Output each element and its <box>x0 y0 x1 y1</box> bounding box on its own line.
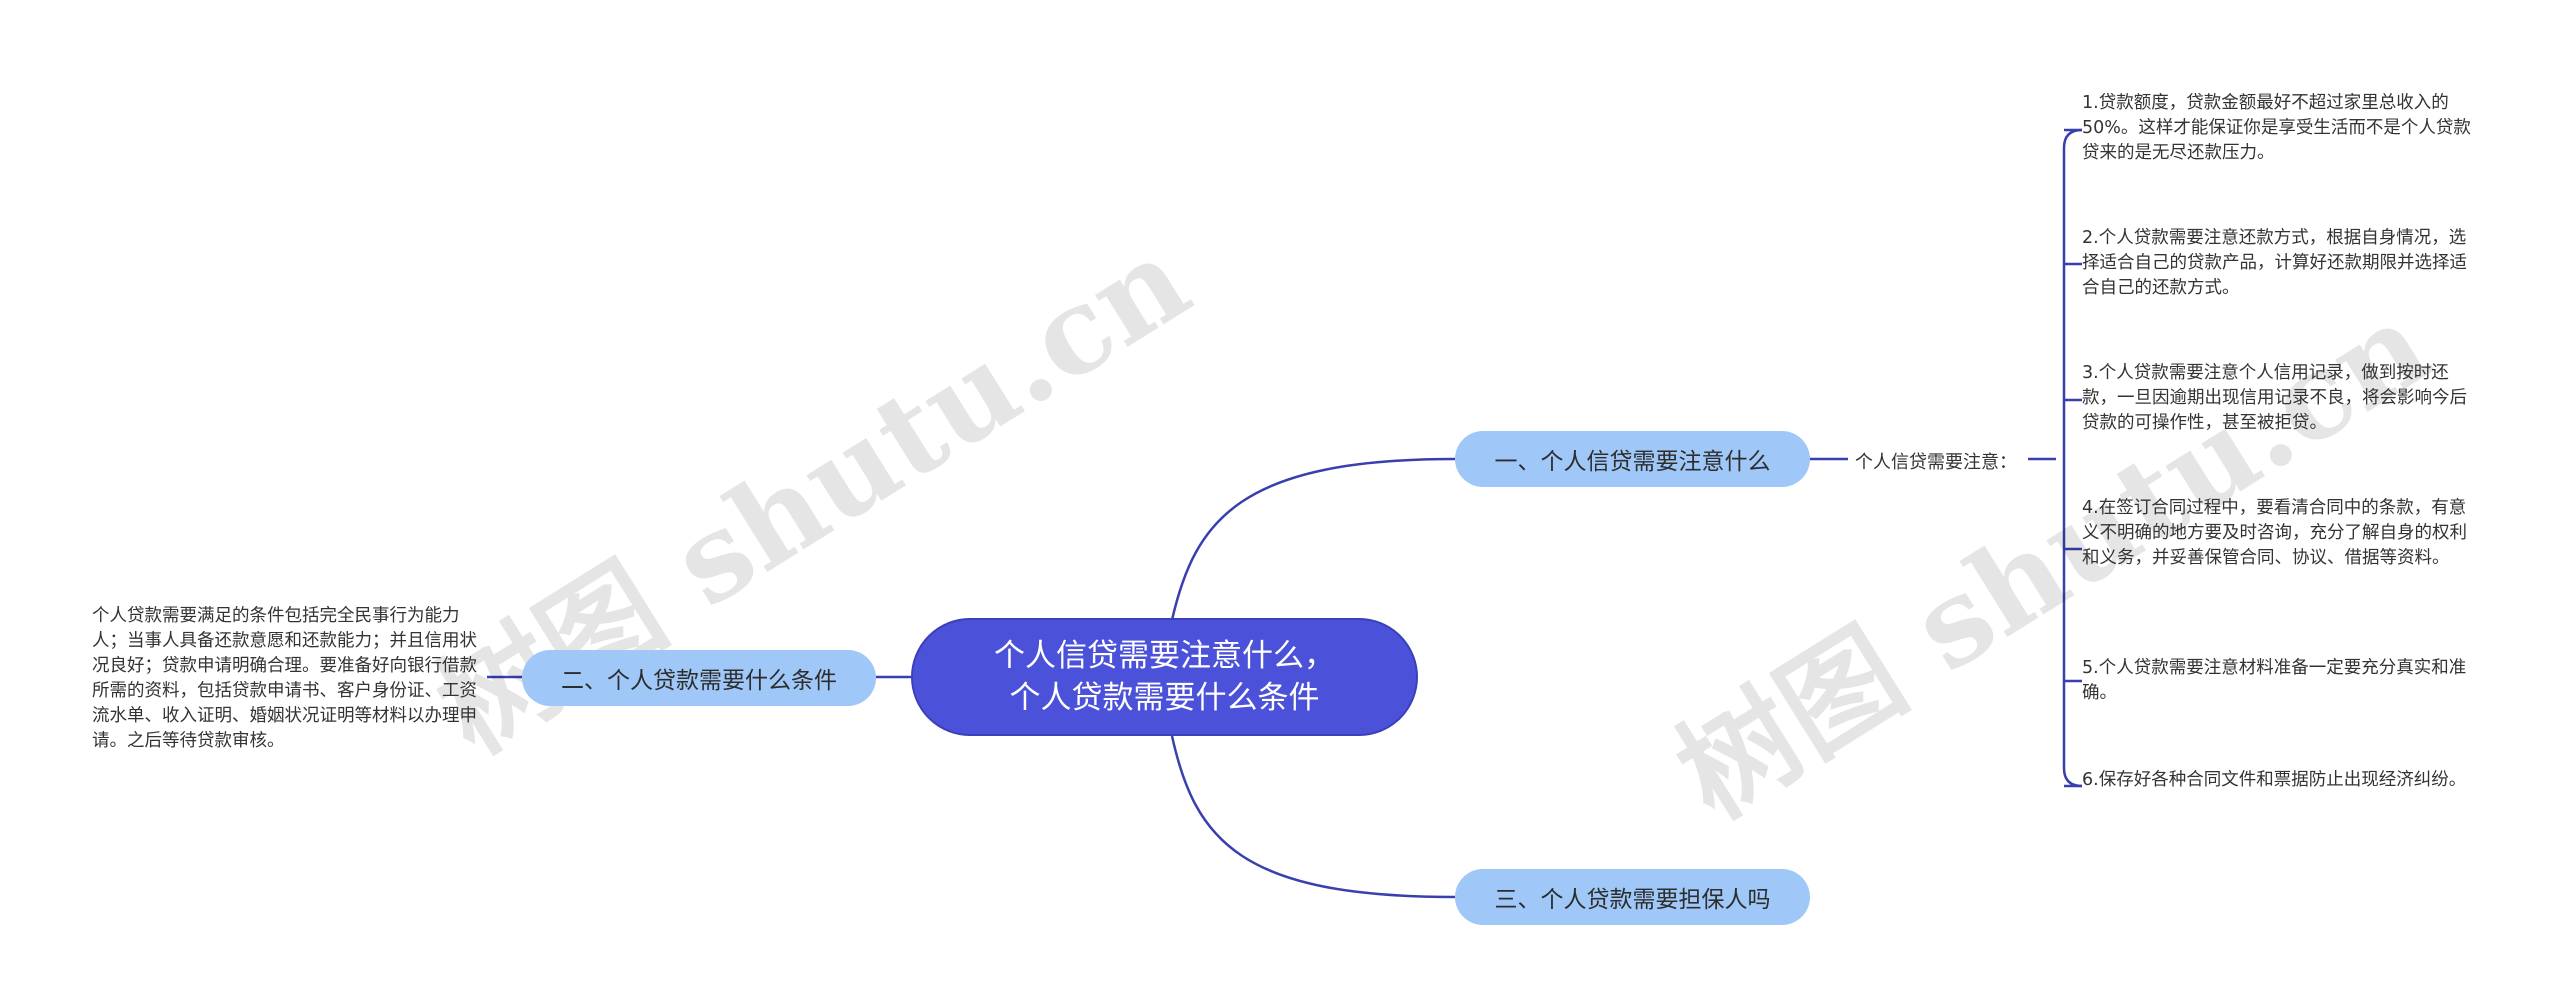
leaf-item-1[interactable]: 1.贷款额度，贷款金额最好不超过家里总收入的50%。这样才能保证你是享受生活而不… <box>2082 93 2471 163</box>
connector-root-branch1 <box>1170 457 1456 621</box>
connector-root-branch3 <box>1170 735 1456 899</box>
bracket <box>2062 128 2083 788</box>
leaf-item-6[interactable]: 6.保存好各种合同文件和票据防止出现经济纠纷。 <box>2082 770 2467 790</box>
branch-node-1[interactable]: 一、个人信贷需要注意什么 <box>1455 431 1810 487</box>
leaf-item-2[interactable]: 2.个人贷款需要注意还款方式，根据自身情况，选择适合自己的贷款产品，计算好还款期… <box>2082 228 2467 298</box>
leaf-item-5[interactable]: 5.个人贷款需要注意材料准备一定要充分真实和准确。 <box>2082 658 2467 703</box>
root-node[interactable]: 个人信贷需要注意什么， 个人贷款需要什么条件 <box>911 618 1418 736</box>
sub-label-notes[interactable]: 个人信贷需要注意： <box>1855 452 2017 473</box>
leaf-item-conditions[interactable]: 个人贷款需要满足的条件包括完全民事行为能力人；当事人具备还款意愿和还款能力；并且… <box>92 606 477 751</box>
branch-node-3[interactable]: 三、个人贷款需要担保人吗 <box>1455 869 1810 925</box>
branch-node-2[interactable]: 二、个人贷款需要什么条件 <box>522 650 876 706</box>
leaf-item-4[interactable]: 4.在签订合同过程中，要看清合同中的条款，有意义不明确的地方要及时咨询，充分了解… <box>2082 498 2467 568</box>
root-line1: 个人信贷需要注意什么， <box>994 638 1335 674</box>
leaf-item-3[interactable]: 3.个人贷款需要注意个人信用记录，做到按时还款，一旦因逾期出现信用记录不良，将会… <box>2082 363 2467 433</box>
root-line2: 个人贷款需要什么条件 <box>1009 680 1320 716</box>
